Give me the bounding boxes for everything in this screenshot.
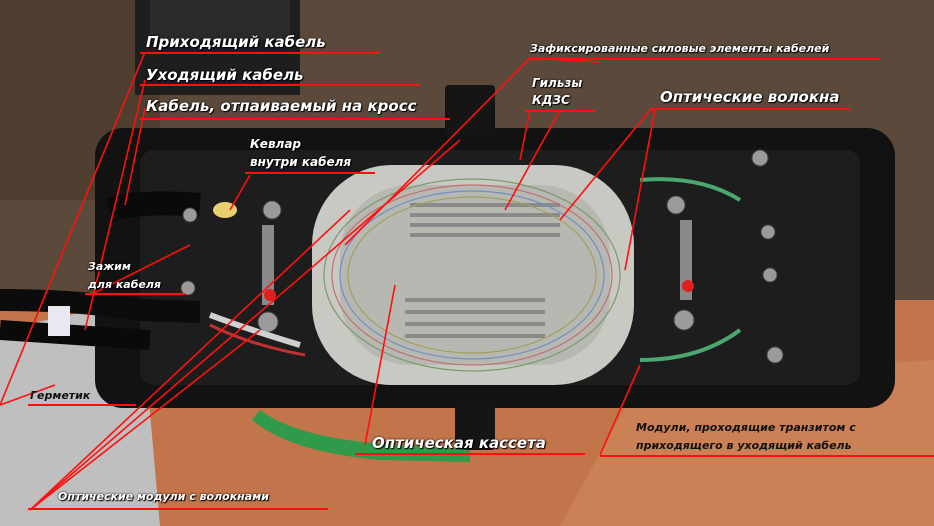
red-marker-right [682,280,694,292]
module-bundle-right-2 [639,328,742,362]
label-kevlar-2: внутри кабеля [250,155,352,169]
underline-clamp [85,293,185,295]
label-outgoing-cable: Уходящий кабель [146,66,304,84]
fiber-loops [323,178,621,372]
module-bundle-left-red [209,323,306,357]
underline-outgoing [140,84,420,86]
red-marker-left [264,289,276,301]
cable-left-1 [0,289,201,323]
sleeves-group [405,203,560,338]
screws [180,149,784,364]
green-handle [252,410,470,462]
label-sleeves-1: Гильзы [532,76,583,90]
kevlar-strands [213,202,237,218]
label-transit-modules-1: Модули, проходящие транзитом с [636,421,856,434]
top-tab [445,85,495,135]
leader-lines [0,51,656,511]
label-transit-modules-2: приходящего в уходящий кабель [636,439,852,452]
underline-fibers [650,108,850,110]
label-optical-modules: Оптические модули с волокнами [58,490,269,503]
module-bundle-right [639,177,742,202]
cable-left-2 [0,320,151,350]
label-sleeves-2: КДЗС [532,93,570,107]
label-optical-fibers: Оптические волокна [660,88,840,106]
bottom-tab [455,400,495,450]
label-optical-cassette: Оптическая кассета [372,434,546,452]
label-sealant: Герметик [30,389,91,402]
label-clamp-1: Зажим [88,260,131,273]
cassette-inner [340,185,610,365]
underline-fixed [528,58,880,60]
bracket-right [680,220,692,300]
dark-box-stripe [150,0,290,40]
underline-cross [140,118,450,120]
underline-incoming [140,52,380,54]
label-fixed-strength-members: Зафиксированные силовые элементы кабелей [530,42,830,55]
underline-transit [600,455,934,457]
cable-tag [48,306,70,336]
label-incoming-cable: Приходящий кабель [146,33,326,51]
underline-kevlar [245,172,375,174]
label-clamp-2: для кабеля [88,278,161,291]
underline-modules [28,508,328,510]
label-cross-cable: Кабель, отпаиваемый на кросс [146,97,417,115]
module-bundle-left [208,312,301,348]
underline-cassette [355,453,585,455]
label-kevlar-1: Кевлар [250,137,302,151]
underline-sleeves [525,110,595,112]
cable-upper [106,191,201,222]
underline-sealant [28,404,136,406]
